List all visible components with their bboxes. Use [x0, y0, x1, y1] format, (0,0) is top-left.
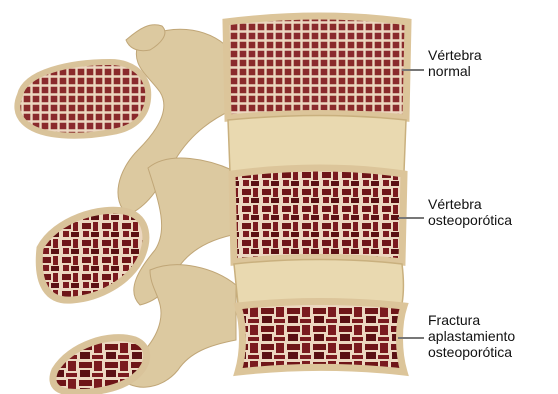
vertebra-osteoporotic: [232, 168, 404, 262]
spinous-processes: [17, 62, 148, 392]
disc-upper: [228, 116, 406, 173]
spinous-process-middle: [39, 210, 146, 300]
vertebral-bodies: [226, 16, 408, 372]
vertebra-fractured: [238, 302, 404, 373]
label-fracture-line1: Fractura: [428, 312, 515, 328]
label-osteoporotic-line1: Vértebra: [428, 196, 512, 212]
label-normal-vertebra: Vértebra normal: [428, 47, 482, 79]
label-fracture-line2: aplastamiento: [428, 328, 515, 344]
label-normal-line2: normal: [428, 63, 482, 79]
spinous-process-top: [17, 62, 148, 136]
label-fracture-line3: osteoporótica: [428, 344, 515, 360]
label-osteoporotic-vertebra: Vértebra osteoporótica: [428, 196, 512, 228]
label-fracture: Fractura aplastamiento osteoporótica: [428, 312, 515, 360]
label-osteoporotic-line2: osteoporótica: [428, 212, 512, 228]
disc-lower: [234, 260, 404, 305]
vertebra-normal: [226, 16, 408, 118]
label-normal-line1: Vértebra: [428, 47, 482, 63]
